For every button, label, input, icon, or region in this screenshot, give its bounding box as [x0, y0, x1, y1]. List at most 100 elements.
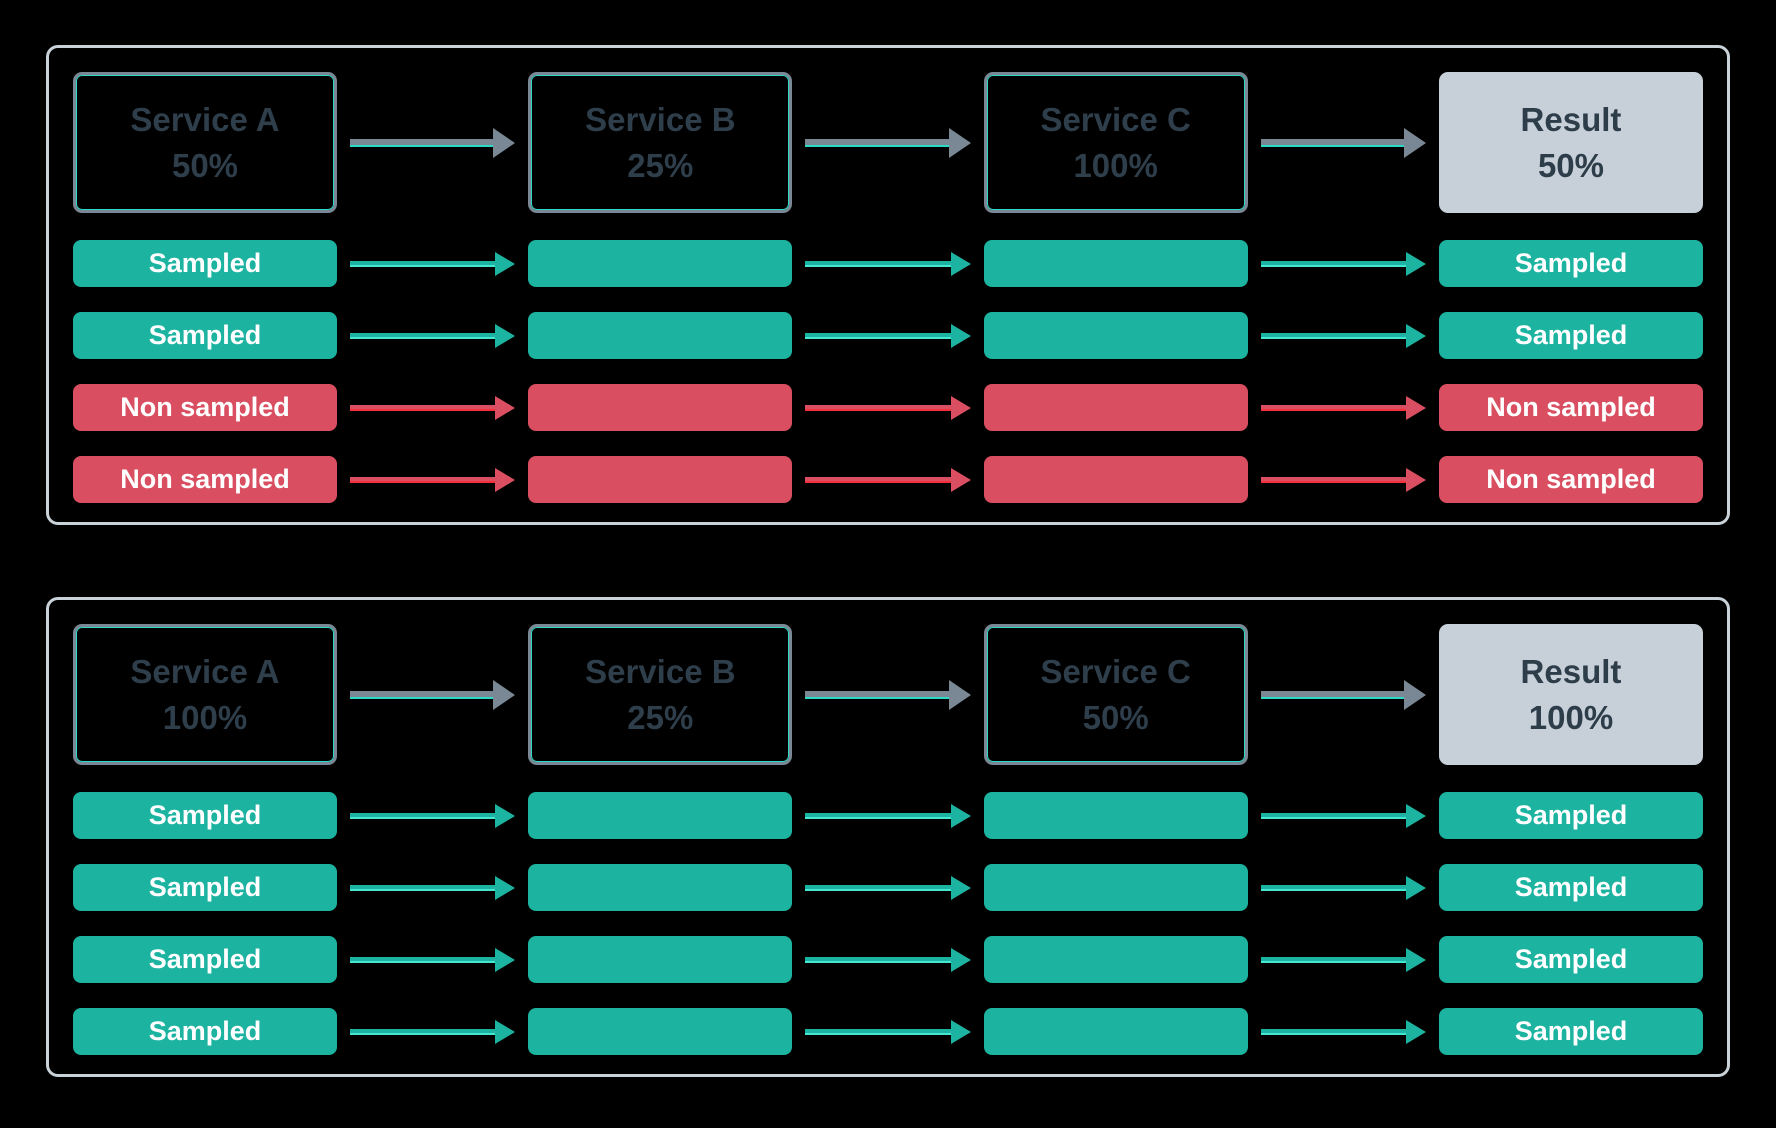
arrow-right-icon — [1248, 312, 1439, 359]
trace-bar — [983, 864, 1248, 911]
trace-bar — [528, 792, 793, 839]
arrow-right-icon — [337, 72, 528, 213]
arrow-shaft — [1260, 884, 1406, 891]
service-name: Service B — [585, 652, 736, 690]
trace-state-label: Non sampled — [1486, 392, 1656, 422]
trace-state-label: Sampled — [148, 248, 262, 278]
service-name: Service A — [130, 652, 280, 690]
trace-state-label: Sampled — [1514, 872, 1628, 902]
trace-row: Sampled Sampled — [73, 1008, 1703, 1055]
arrow-shaft — [1260, 476, 1406, 483]
arrow-right-icon — [337, 1008, 528, 1055]
arrow-shaft — [805, 956, 951, 963]
arrow-shaft — [1260, 1028, 1406, 1035]
trace-state-label: Sampled — [148, 800, 262, 830]
trace-state-label: Sampled — [148, 944, 262, 974]
trace-bar — [528, 936, 793, 983]
arrow-head — [493, 127, 516, 158]
arrow-right-icon — [1248, 624, 1439, 765]
trace-state-badge: Sampled — [1438, 792, 1703, 839]
arrow-shaft — [350, 332, 496, 339]
result-sampling-rate: 50% — [1537, 146, 1605, 184]
arrow-shaft — [1260, 404, 1406, 411]
trace-state-label: Sampled — [1514, 800, 1628, 830]
arrow-shaft — [805, 138, 949, 147]
result-name: Result — [1520, 652, 1622, 690]
trace-row: Sampled Sampled — [73, 312, 1703, 359]
trace-state-badge: Sampled — [1438, 240, 1703, 287]
service-sampling-rate: 25% — [627, 698, 694, 736]
arrow-shaft — [350, 138, 494, 147]
service-sampling-rate: 50% — [1082, 698, 1149, 736]
arrow-shaft — [350, 476, 496, 483]
arrow-head — [950, 251, 971, 276]
arrow-head — [495, 875, 516, 900]
arrow-right-icon — [337, 936, 528, 983]
trace-state-badge: Sampled — [1438, 1008, 1703, 1055]
arrow-shaft — [1260, 956, 1406, 963]
arrow-head — [1403, 679, 1426, 710]
arrow-head — [495, 1019, 516, 1044]
arrow-head — [1405, 323, 1426, 348]
service-name: Service B — [585, 100, 736, 138]
result-box: Result 100% — [1438, 624, 1703, 765]
trace-state-label: Sampled — [1514, 248, 1628, 278]
arrow-head — [493, 679, 516, 710]
trace-state-label: Non sampled — [1486, 464, 1656, 494]
arrow-right-icon — [1248, 936, 1439, 983]
service-sampling-rate: 100% — [1073, 146, 1158, 184]
arrow-shaft — [1260, 332, 1406, 339]
arrow-right-icon — [792, 864, 983, 911]
arrow-shaft — [805, 1028, 951, 1035]
result-sampling-rate: 100% — [1528, 698, 1614, 736]
trace-state-badge: Sampled — [1438, 936, 1703, 983]
trace-bar — [528, 240, 793, 287]
arrow-right-icon — [792, 312, 983, 359]
trace-state-badge: Sampled — [73, 936, 337, 983]
arrow-right-icon — [1248, 240, 1439, 287]
trace-row: Non sampled Non sampled — [73, 384, 1703, 431]
arrow-head — [948, 679, 971, 710]
arrow-head — [950, 875, 971, 900]
trace-bar — [528, 1008, 793, 1055]
arrow-right-icon — [337, 456, 528, 503]
arrow-right-icon — [792, 240, 983, 287]
trace-bar — [983, 384, 1248, 431]
arrow-right-icon — [1248, 72, 1439, 213]
arrow-head — [495, 803, 516, 828]
arrow-head — [495, 251, 516, 276]
arrow-right-icon — [792, 384, 983, 431]
arrow-shaft — [805, 812, 951, 819]
services-row: Service A 100% Service B 25% Service C 5… — [73, 624, 1703, 765]
trace-state-badge: Sampled — [73, 864, 337, 911]
trace-state-badge: Non sampled — [1438, 384, 1703, 431]
arrow-shaft — [805, 332, 951, 339]
trace-row: Sampled Sampled — [73, 864, 1703, 911]
trace-state-label: Non sampled — [120, 464, 290, 494]
trace-bar — [983, 792, 1248, 839]
arrow-head — [950, 467, 971, 492]
trace-bar — [983, 936, 1248, 983]
arrow-right-icon — [1248, 456, 1439, 503]
trace-state-label: Sampled — [1514, 944, 1628, 974]
arrow-head — [1405, 1019, 1426, 1044]
trace-bar — [528, 456, 793, 503]
arrow-shaft — [350, 956, 496, 963]
service-sampling-rate: 25% — [627, 146, 694, 184]
trace-row: Sampled Sampled — [73, 936, 1703, 983]
trace-state-badge: Sampled — [73, 240, 337, 287]
arrow-shaft — [805, 884, 951, 891]
arrow-head — [495, 467, 516, 492]
trace-state-label: Sampled — [1514, 320, 1628, 350]
trace-bar — [983, 456, 1248, 503]
trace-bar — [528, 864, 793, 911]
arrow-head — [1405, 395, 1426, 420]
trace-bar — [983, 312, 1248, 359]
arrow-head — [948, 127, 971, 158]
trace-state-badge: Non sampled — [73, 384, 337, 431]
trace-row: Sampled Sampled — [73, 792, 1703, 839]
trace-row: Non sampled Non sampled — [73, 456, 1703, 503]
arrow-head — [495, 947, 516, 972]
trace-state-label: Sampled — [1514, 1016, 1628, 1046]
